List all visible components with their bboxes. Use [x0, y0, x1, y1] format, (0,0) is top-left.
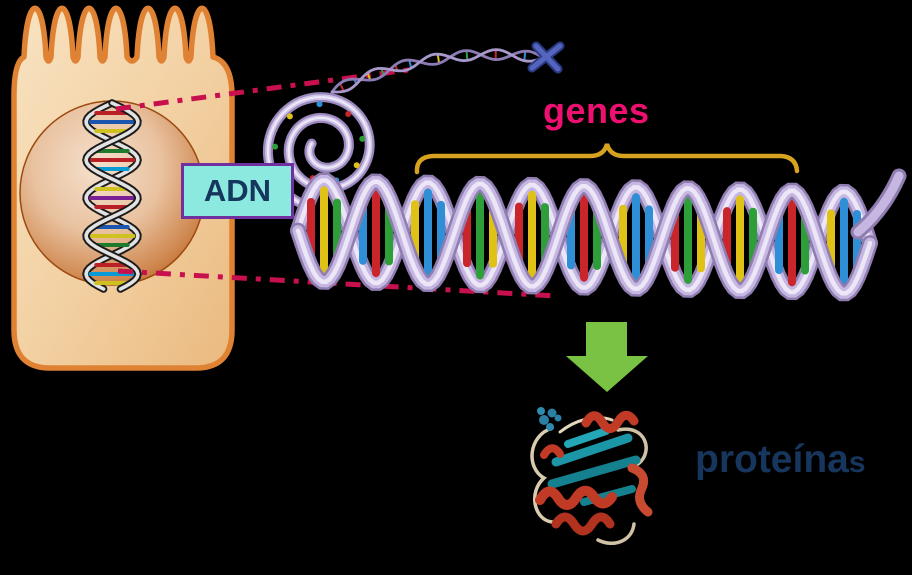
genes-brace: [414, 143, 800, 175]
zoom-indicator-lines: [115, 67, 557, 299]
dna-double-helix: [290, 168, 907, 302]
genes-label: genes: [543, 90, 650, 131]
proteinas-text: proteína: [695, 438, 849, 481]
down-arrow-icon: [566, 322, 648, 392]
nuclear-dna-helix: [82, 99, 142, 293]
protein-structure: [530, 407, 653, 546]
adn-label: ADN: [203, 173, 272, 208]
proteinas-suffix: s: [848, 446, 866, 479]
zoom-line-top: [115, 67, 409, 112]
adn-label-box: ADN: [181, 163, 294, 219]
chromosome-icon: [527, 41, 565, 74]
dna-thin-strand: [330, 48, 545, 94]
proteinas-label: proteínas: [695, 438, 866, 482]
